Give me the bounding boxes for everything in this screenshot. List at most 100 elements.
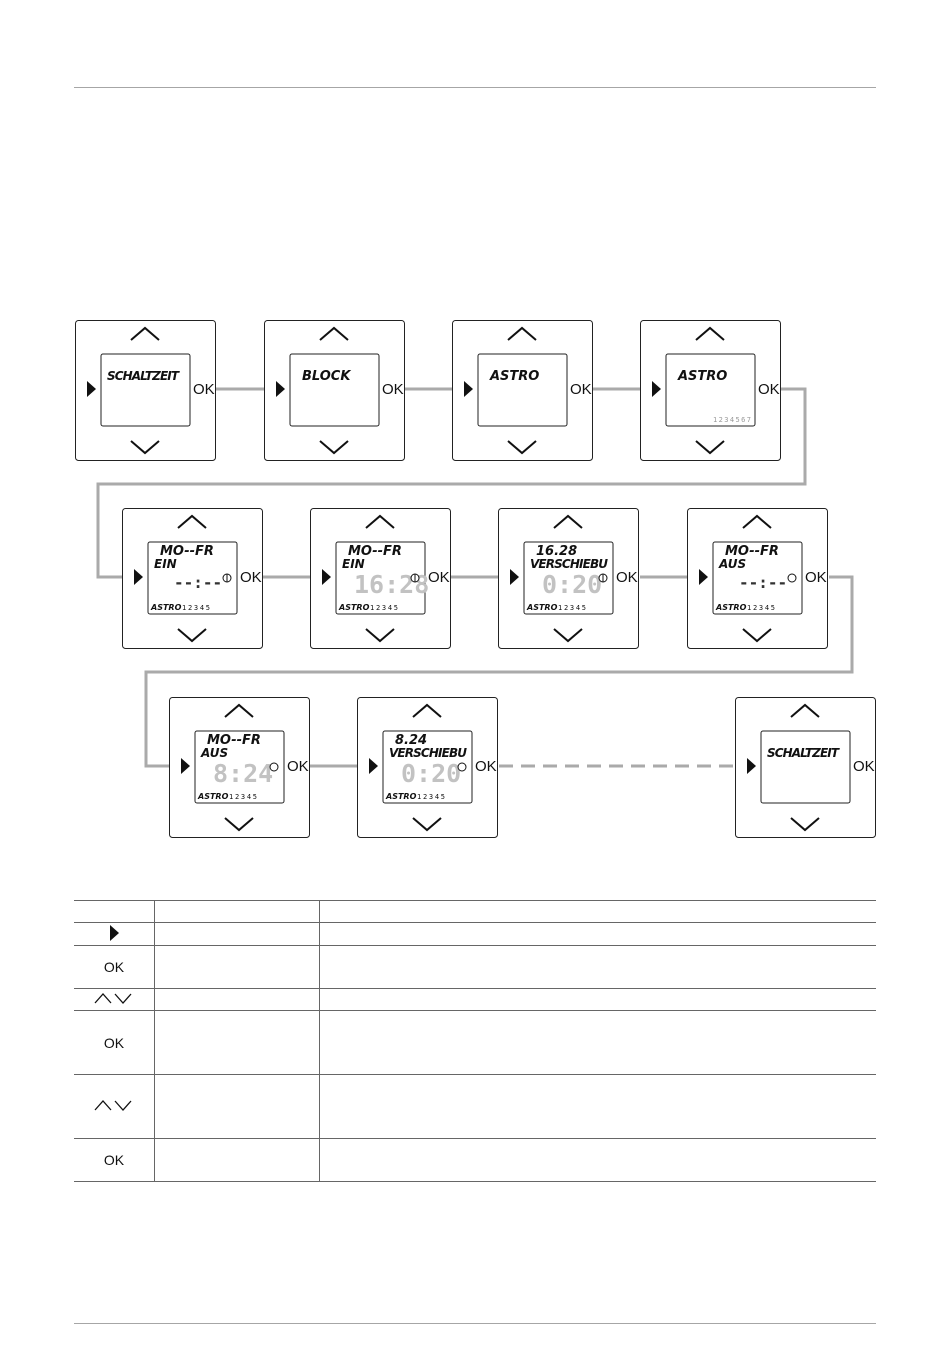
lcd-display bbox=[289, 353, 380, 427]
legend-row: OK bbox=[74, 1010, 876, 1075]
chevron-up-icon bbox=[224, 703, 254, 718]
lcd-time: --:-- bbox=[174, 573, 222, 592]
arrow-right-icon bbox=[134, 569, 143, 585]
ok-label: OK bbox=[570, 381, 592, 398]
ok-label: OK bbox=[758, 381, 780, 398]
lcd-display bbox=[147, 541, 238, 615]
lcd-display bbox=[712, 541, 803, 615]
legend-icon-cell bbox=[74, 988, 155, 1011]
chevron-down-icon bbox=[742, 628, 772, 643]
lcd-display bbox=[523, 541, 614, 615]
chevron-up-icon bbox=[790, 703, 820, 718]
arrow-right-icon bbox=[276, 381, 285, 397]
device-step: OK BLOCK bbox=[264, 320, 405, 461]
legend-description-cell bbox=[319, 945, 876, 989]
legend-row bbox=[74, 1074, 876, 1139]
ok-icon: OK bbox=[103, 1034, 125, 1051]
chevron-down-icon bbox=[319, 440, 349, 455]
lcd-display bbox=[477, 353, 568, 427]
lcd-footer-label: ASTRO bbox=[197, 792, 229, 801]
chevron-up-icon bbox=[412, 703, 442, 718]
legend-icon-cell bbox=[74, 900, 155, 923]
bottom-rule bbox=[74, 1323, 876, 1324]
legend-description-cell bbox=[319, 1138, 876, 1182]
lcd-footer-label: ASTRO bbox=[385, 792, 417, 801]
arrow-right-icon bbox=[322, 569, 331, 585]
legend-action-cell bbox=[154, 988, 320, 1011]
channel-off-icon bbox=[269, 762, 279, 772]
chevron-down-icon bbox=[365, 628, 395, 643]
lcd-line-2: AUS bbox=[718, 557, 746, 571]
lcd-line-2: EIN bbox=[154, 557, 177, 571]
up-down-icon bbox=[94, 993, 132, 1004]
lcd-line-1: BLOCK bbox=[302, 369, 351, 384]
legend-action-cell bbox=[154, 1074, 320, 1139]
lcd-line-1: MO--FR bbox=[160, 544, 214, 559]
lcd-line-1: SCHALTZEIT bbox=[767, 746, 840, 760]
channel-off-icon bbox=[457, 762, 467, 772]
lcd-display bbox=[760, 730, 851, 804]
chevron-up-icon bbox=[130, 326, 160, 341]
legend-action-cell bbox=[154, 1138, 320, 1182]
ok-label: OK bbox=[475, 758, 497, 775]
lcd-display bbox=[382, 730, 473, 804]
lcd-weekday-digits: 1 2 3 4 5 6 7 bbox=[713, 416, 751, 424]
legend-icon-cell: OK bbox=[74, 945, 155, 989]
chevron-down-icon bbox=[695, 440, 725, 455]
lcd-time: --:-- bbox=[739, 573, 787, 592]
legend-row: OK bbox=[74, 945, 876, 989]
lcd-line-1: MO--FR bbox=[348, 544, 402, 559]
ok-label: OK bbox=[382, 381, 404, 398]
lcd-footer-label: ASTRO bbox=[338, 603, 370, 612]
legend-icon-cell: OK bbox=[74, 1138, 155, 1182]
ok-icon: OK bbox=[103, 1152, 125, 1168]
legend-icon-cell bbox=[74, 1074, 155, 1139]
lcd-weekday-digits: 1 2 3 4 5 bbox=[558, 604, 586, 612]
legend-action-cell bbox=[154, 922, 320, 946]
lcd-weekday-bar bbox=[712, 414, 752, 423]
legend-description-cell bbox=[319, 1074, 876, 1139]
lcd-line-2: EIN bbox=[342, 557, 365, 571]
chevron-down-icon bbox=[412, 817, 442, 832]
lcd-display bbox=[100, 353, 191, 427]
lcd-footer-label: ASTRO bbox=[526, 603, 558, 612]
lcd-weekday-digits: 1 2 3 4 5 bbox=[182, 604, 210, 612]
ok-label: OK bbox=[287, 758, 309, 775]
lcd-line-1: MO--FR bbox=[207, 733, 261, 748]
legend-icon-cell bbox=[74, 922, 155, 946]
legend-action-cell bbox=[154, 900, 320, 923]
legend-row bbox=[74, 922, 876, 946]
up-down-icon bbox=[94, 1100, 132, 1111]
lcd-display bbox=[335, 541, 426, 615]
ok-label: OK bbox=[616, 569, 638, 586]
ok-label: OK bbox=[805, 569, 827, 586]
arrow-right-icon bbox=[369, 758, 378, 774]
chevron-up-icon bbox=[177, 514, 207, 529]
lcd-weekday-digits: 1 2 3 4 5 bbox=[229, 793, 257, 801]
chevron-up-icon bbox=[695, 326, 725, 341]
arrow-right-icon bbox=[181, 758, 190, 774]
lcd-weekday-digits: 1 2 3 4 5 bbox=[370, 604, 398, 612]
lcd-line-1: SCHALTZEIT bbox=[107, 369, 180, 383]
arrow-right-icon bbox=[510, 569, 519, 585]
connector-line bbox=[96, 387, 807, 579]
device-step: OK SCHALTZEIT bbox=[735, 697, 876, 838]
ok-label: OK bbox=[853, 758, 875, 775]
lcd-line-1: MO--FR bbox=[725, 544, 779, 559]
connector-line bbox=[144, 575, 854, 768]
legend-description-cell bbox=[319, 1010, 876, 1075]
legend-description-cell bbox=[319, 988, 876, 1011]
chevron-down-icon bbox=[130, 440, 160, 455]
lcd-time: 0:20 bbox=[401, 759, 461, 788]
lcd-line-2: VERSCHIEBU bbox=[389, 746, 467, 760]
arrow-right-icon bbox=[699, 569, 708, 585]
legend-row bbox=[74, 988, 876, 1011]
legend-action-cell bbox=[154, 945, 320, 989]
ok-label: OK bbox=[428, 569, 450, 586]
arrow-right-icon bbox=[652, 381, 661, 397]
